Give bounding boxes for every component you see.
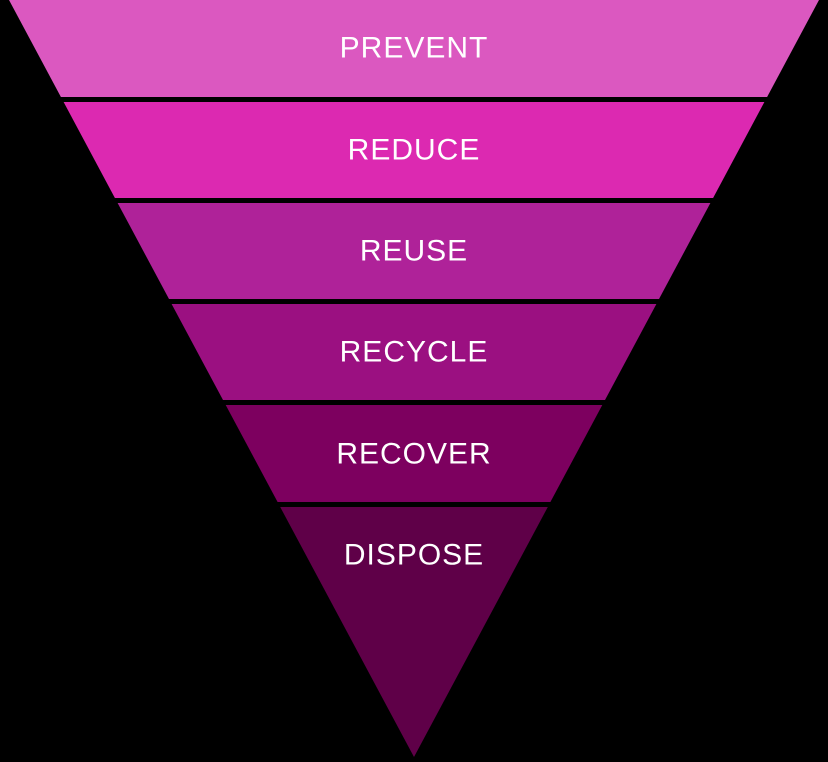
funnel-label-recover: RECOVER [336, 438, 491, 471]
funnel-label-dispose: DISPOSE [344, 539, 484, 572]
funnel-segment-prevent [9, 0, 819, 97]
funnel-segment-reduce [63, 102, 765, 198]
funnel-label-reduce: REDUCE [348, 134, 481, 167]
funnel-segment-dispose [280, 507, 548, 757]
funnel-segment-recycle [171, 304, 657, 400]
funnel-label-prevent: PREVENT [340, 32, 489, 65]
funnel-segment-recover [225, 405, 603, 502]
funnel-label-recycle: RECYCLE [340, 336, 489, 369]
funnel-label-reuse: REUSE [360, 235, 468, 268]
funnel-segment-reuse [117, 203, 711, 299]
